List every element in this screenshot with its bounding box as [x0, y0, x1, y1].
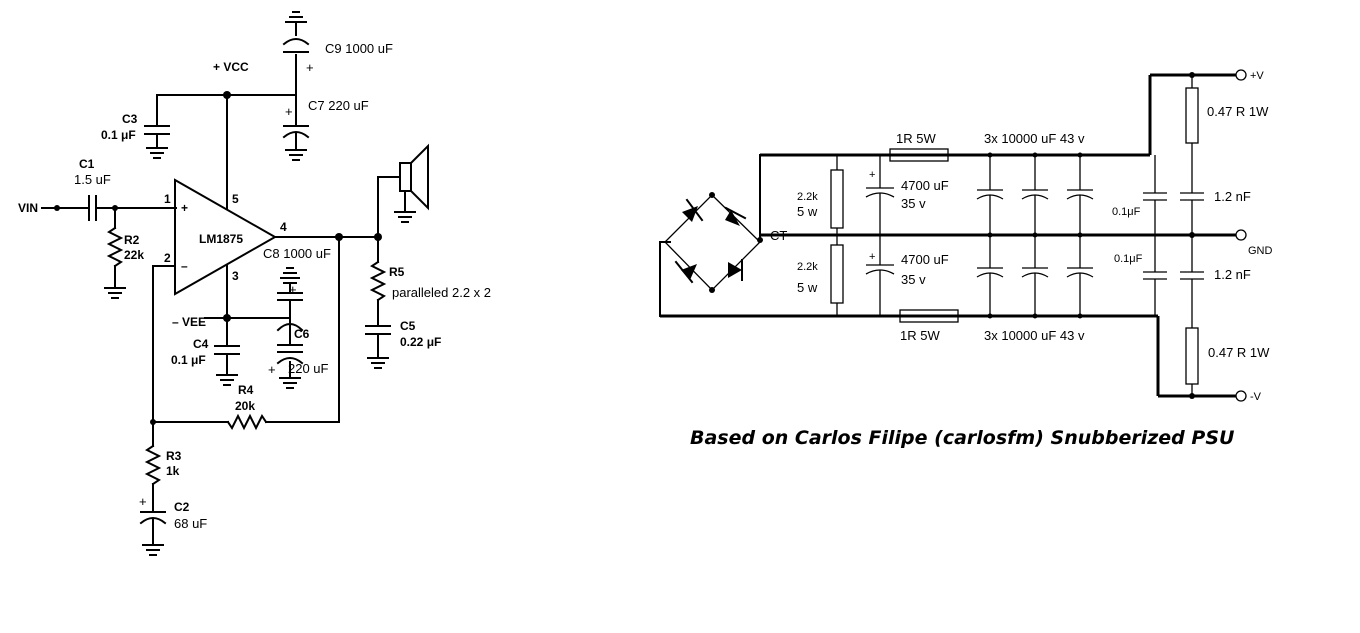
cap-bank-bottom: [976, 235, 1094, 319]
r2-value: 22k: [124, 248, 144, 262]
c6-capacitor: [276, 323, 304, 332]
minus-input-mark: –: [181, 259, 188, 273]
c3-value: 0.1 μF: [101, 128, 136, 142]
gnd-terminal-icon: [1235, 229, 1247, 241]
pin4-label: 4: [280, 220, 287, 234]
r3-label: R3: [166, 449, 182, 463]
bleed-bot-label: 2.2k: [797, 261, 818, 273]
psu-schematic: CT 2.2k 5 w 2.2k 5 w + 4700 uF 35 v + 47…: [659, 69, 1273, 403]
r4-label: R4: [238, 383, 254, 397]
cap-4700-bot-plus: +: [869, 251, 875, 263]
c2-value: 68 uF: [174, 516, 207, 531]
vplus-terminal-icon: [1235, 69, 1247, 81]
c6-value: 220 uF: [288, 361, 329, 376]
r4-resistor: [226, 413, 268, 431]
c4-value: 0.1 μF: [171, 353, 206, 367]
lm1875-opamp: [174, 178, 278, 296]
ic-label: LM1875: [199, 232, 243, 246]
output-resistor-top: [1185, 87, 1199, 144]
c-bot-volt: 35 v: [901, 272, 926, 287]
bleed-bot-watt: 5 w: [797, 280, 818, 295]
r5-value: paralleled 2.2 x 2: [392, 285, 491, 300]
r2-resistor: [106, 226, 124, 268]
bleed-top-label: 2.2k: [797, 191, 818, 203]
amplifier-schematic: VIN C1 1.5 uF R2 22k LM1875 + – 1 2 5 3 …: [18, 11, 491, 556]
c-top-label: 4700 uF: [901, 178, 949, 193]
vminus-label: -V: [1250, 391, 1262, 403]
r3-resistor: [144, 444, 162, 486]
caption: Based on Carlos Filipe (carlosfm) Snubbe…: [690, 427, 1235, 449]
bleeder-resistor-top: [830, 169, 844, 229]
diode-icon: [728, 262, 742, 278]
c5-value: 0.22 μF: [400, 335, 441, 349]
bridge-rectifier: [664, 154, 763, 293]
c3-label: C3: [122, 112, 138, 126]
c1-value: 1.5 uF: [74, 172, 111, 187]
plus-input-mark: +: [181, 201, 188, 215]
c-top-volt: 35 v: [901, 196, 926, 211]
bleeder-resistor-bottom: [830, 244, 844, 304]
cap-4700-top-plus: +: [869, 169, 875, 181]
c2-plus: +: [139, 494, 147, 509]
c-bot-label: 4700 uF: [901, 252, 949, 267]
ct-label: CT: [770, 228, 787, 243]
cap-bank-top: [976, 152, 1094, 238]
bleed-top-watt: 5 w: [797, 204, 818, 219]
vee-label: – VEE: [172, 315, 206, 329]
c8-label: C8 1000 uF: [263, 246, 331, 261]
snub-top-label: 0.1μF: [1112, 206, 1141, 218]
c1-label: C1: [79, 157, 95, 171]
c9-plus: +: [306, 60, 314, 75]
r2-label: R2: [124, 233, 140, 247]
c7-plus: +: [285, 104, 293, 119]
r4-value: 20k: [235, 399, 255, 413]
caps-top-label: 3x 10000 uF 43 v: [984, 131, 1085, 146]
r5-label: R5: [389, 265, 405, 279]
r3-value: 1k: [166, 464, 180, 478]
r-top-label: 1R 5W: [896, 131, 936, 146]
vin-label: VIN: [18, 201, 38, 215]
pin2-label: 2: [164, 251, 171, 265]
diode-icon: [725, 210, 740, 226]
output-resistor-bottom: [1185, 327, 1199, 385]
snub-bot-label: 0.1μF: [1114, 253, 1143, 265]
c9-label: C9 1000 uF: [325, 41, 393, 56]
diode-icon: [681, 264, 697, 280]
caps-bot-label: 3x 10000 uF 43 v: [984, 328, 1085, 343]
vcc-label: + VCC: [213, 60, 249, 74]
pin1-label: 1: [164, 192, 171, 206]
r-out-top-label: 0.47 R 1W: [1207, 104, 1269, 119]
diode-icon: [682, 206, 698, 222]
c4-label: C4: [193, 337, 209, 351]
vminus-terminal-icon: [1235, 390, 1247, 402]
vplus-label: +V: [1250, 70, 1264, 82]
hf-top-label: 1.2 nF: [1214, 189, 1251, 204]
c6-label: C6: [294, 327, 310, 341]
gnd-label: GND: [1248, 245, 1273, 257]
series-resistor-bottom: [899, 309, 959, 323]
pin3-label: 3: [232, 269, 239, 283]
c6-plus: +: [268, 362, 276, 377]
pin5-label: 5: [232, 192, 239, 206]
c2-label: C2: [174, 500, 190, 514]
r5-resistor: [369, 260, 387, 302]
c7-label: C7 220 uF: [308, 98, 369, 113]
series-resistor-top: [889, 148, 949, 162]
speaker-icon: [399, 162, 412, 192]
r-bot-label: 1R 5W: [900, 328, 940, 343]
c5-label: C5: [400, 319, 416, 333]
r-out-bot-label: 0.47 R 1W: [1208, 345, 1270, 360]
c8-plus: +: [289, 282, 297, 297]
hf-bot-label: 1.2 nF: [1214, 267, 1251, 282]
